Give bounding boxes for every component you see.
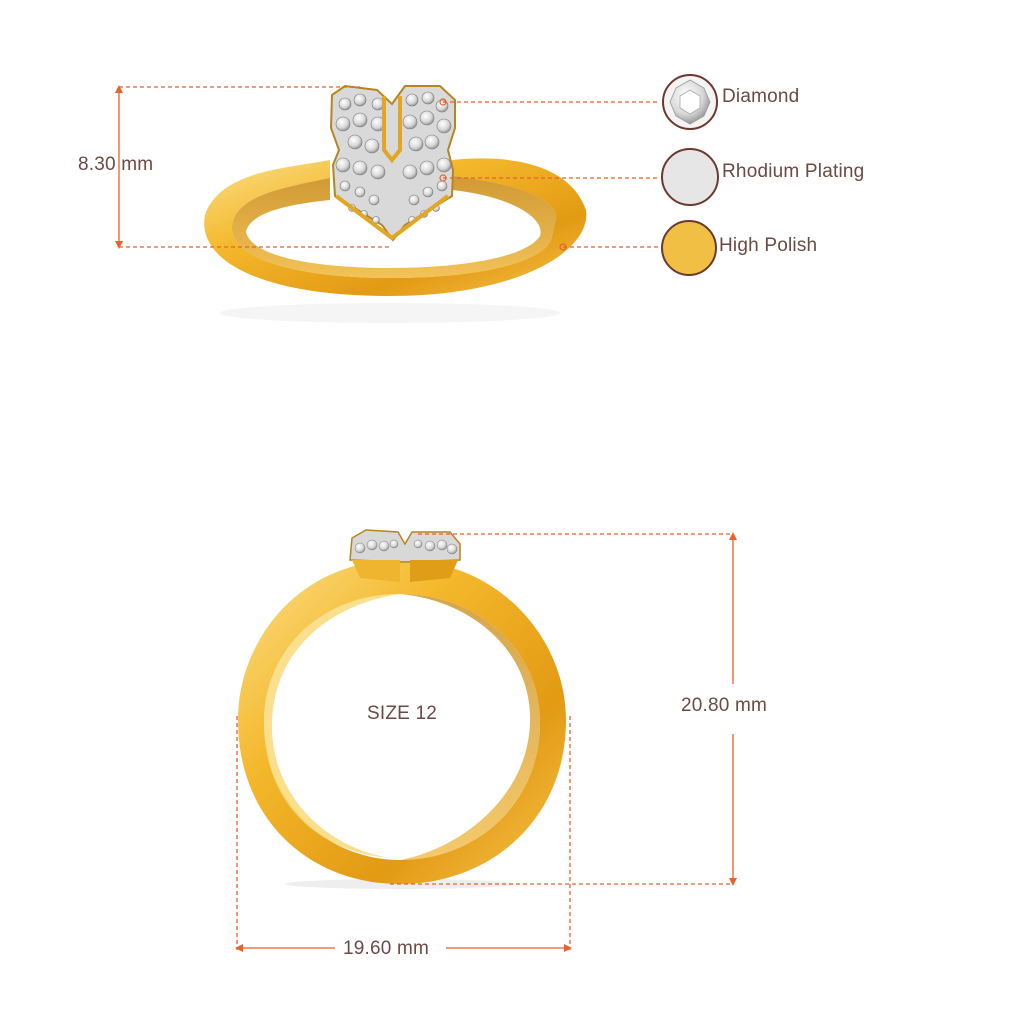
rhodium-swatch-icon [661,148,719,206]
dimension-lines [118,86,734,950]
legend-label-high-polish: High Polish [719,235,818,256]
ring-size-label: SIZE 12 [367,703,438,724]
legend-label-rhodium: Rhodium Plating [722,161,865,182]
dimension-arrows [115,85,737,952]
diamond-motif-front [349,529,461,582]
ring-band [204,158,587,296]
inner-height-dimension-label: 20.80 mm [681,695,768,716]
diamond-swatch-icon [662,74,718,130]
legend-swatches [661,74,719,276]
ring-top-view [204,84,587,323]
gold-swatch-icon [661,220,717,276]
legend-label-diamond: Diamond [722,86,800,107]
diamond-motif-top [329,84,456,242]
width-dimension-label: 19.60 mm [343,938,430,959]
height-dimension-label: 8.30 mm [78,154,154,175]
